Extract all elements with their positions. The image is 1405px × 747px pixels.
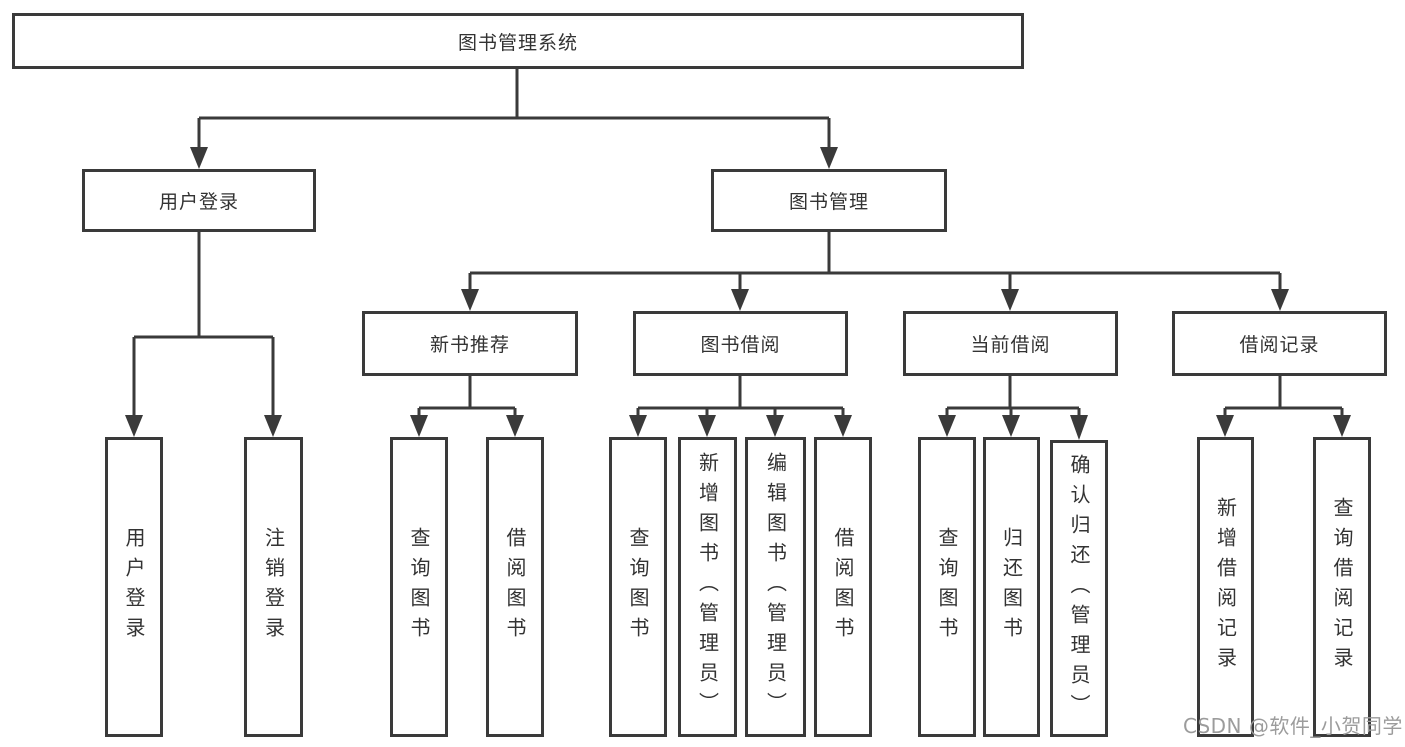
node-leaf-bb-edit-label: 编辑图书（管理员） bbox=[763, 452, 788, 722]
edge-book-borrow-children bbox=[629, 376, 852, 437]
node-leaf-br-add-label: 新增借阅记录 bbox=[1213, 497, 1238, 677]
node-leaf-cb-return-label: 归还图书 bbox=[999, 527, 1024, 647]
node-leaf-br-query: 查询借阅记录 bbox=[1313, 437, 1371, 737]
node-borrow-records-label: 借阅记录 bbox=[1239, 334, 1320, 356]
edge-book-mgmt-children bbox=[461, 232, 1289, 311]
node-leaf-bb-add-label: 新增图书（管理员） bbox=[695, 452, 720, 722]
node-leaf-nbr-query: 查询图书 bbox=[390, 437, 448, 737]
node-leaf-user-login: 用户登录 bbox=[105, 437, 163, 737]
node-leaf-bb-add: 新增图书（管理员） bbox=[678, 437, 737, 737]
node-leaf-br-query-label: 查询借阅记录 bbox=[1330, 497, 1354, 677]
node-leaf-bb-borrow: 借阅图书 bbox=[814, 437, 872, 737]
node-current-borrow: 当前借阅 bbox=[903, 311, 1118, 376]
node-leaf-logout-label: 注销登录 bbox=[261, 527, 286, 647]
node-book-borrow: 图书借阅 bbox=[633, 311, 848, 376]
node-new-book-rec-label: 新书推荐 bbox=[429, 334, 510, 356]
node-leaf-logout: 注销登录 bbox=[244, 437, 303, 737]
node-leaf-nbr-query-label: 查询图书 bbox=[407, 527, 431, 647]
node-root-label: 图书管理系统 bbox=[457, 31, 578, 54]
node-leaf-nbr-borrow: 借阅图书 bbox=[486, 437, 544, 737]
csdn-watermark: CSDN @软件_小贺同学 bbox=[1183, 714, 1403, 738]
node-leaf-cb-query: 查询图书 bbox=[918, 437, 976, 737]
node-borrow-records: 借阅记录 bbox=[1172, 311, 1387, 376]
node-book-borrow-label: 图书借阅 bbox=[700, 334, 781, 356]
node-leaf-cb-return: 归还图书 bbox=[983, 437, 1040, 737]
node-leaf-cb-query-label: 查询图书 bbox=[935, 527, 959, 647]
node-leaf-bb-borrow-label: 借阅图书 bbox=[831, 527, 855, 647]
node-leaf-bb-query-label: 查询图书 bbox=[626, 527, 650, 647]
node-leaf-user-login-label: 用户登录 bbox=[122, 527, 146, 647]
node-book-mgmt: 图书管理 bbox=[711, 169, 947, 232]
node-leaf-bb-query: 查询图书 bbox=[609, 437, 667, 737]
node-book-mgmt-label: 图书管理 bbox=[788, 191, 869, 213]
node-leaf-br-add: 新增借阅记录 bbox=[1197, 437, 1254, 737]
edge-root-children bbox=[190, 69, 838, 169]
edge-user-login-children bbox=[125, 232, 282, 437]
node-leaf-cb-confirm-label: 确认归还（管理员） bbox=[1067, 453, 1091, 724]
node-user-login: 用户登录 bbox=[82, 169, 316, 232]
node-user-login-label: 用户登录 bbox=[158, 191, 239, 213]
node-leaf-nbr-borrow-label: 借阅图书 bbox=[503, 527, 527, 647]
node-leaf-bb-edit: 编辑图书（管理员） bbox=[745, 437, 806, 737]
edge-borrow-records-children bbox=[1216, 376, 1351, 437]
node-leaf-cb-confirm: 确认归还（管理员） bbox=[1050, 440, 1108, 737]
node-root: 图书管理系统 bbox=[12, 13, 1024, 69]
edge-new-book-rec-children bbox=[410, 376, 524, 437]
node-new-book-rec: 新书推荐 bbox=[362, 311, 578, 376]
edge-current-borrow-children bbox=[938, 376, 1088, 440]
node-current-borrow-label: 当前借阅 bbox=[970, 334, 1051, 356]
